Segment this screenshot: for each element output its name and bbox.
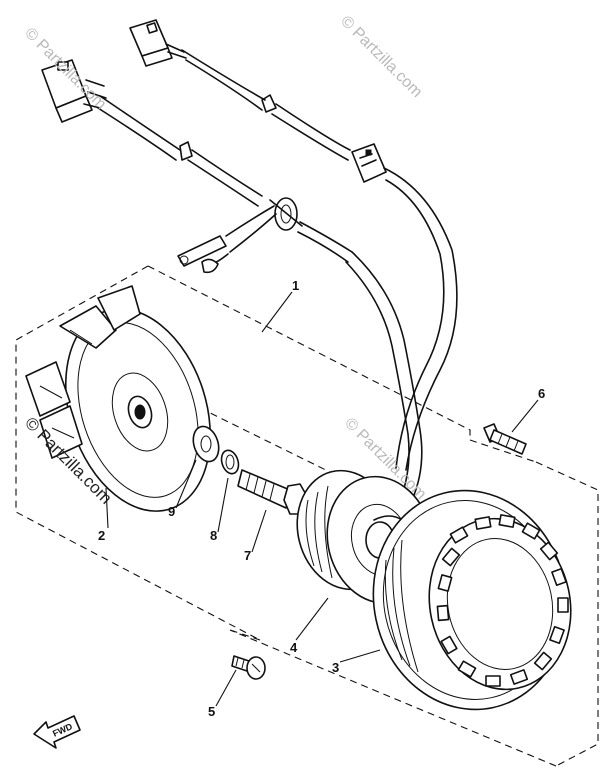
grommet: [269, 197, 303, 231]
stator-coil: [372, 489, 572, 711]
watermark-top-right: © Partzilla.com: [337, 13, 425, 101]
callout-3[interactable]: 3: [332, 660, 339, 675]
bolt-six: [483, 423, 527, 455]
upper-connector: [129, 19, 187, 67]
wiring-harness: [41, 19, 458, 501]
large-connector: [41, 59, 107, 123]
lock-washer: [220, 449, 240, 475]
callout-6[interactable]: 6: [538, 386, 545, 401]
callout-1[interactable]: 1: [292, 278, 299, 293]
callout-4[interactable]: 4: [290, 640, 298, 655]
middle-connector: [351, 143, 387, 183]
bolt-seven: [237, 469, 309, 515]
leader-lines: [105, 291, 539, 707]
callout-9[interactable]: 9: [168, 504, 175, 519]
callout-8[interactable]: 8: [210, 528, 217, 543]
callout-numbers: 1 2 3 4 5 6 7 8 9: [98, 278, 545, 719]
flywheel-rotor: [25, 285, 212, 512]
callout-7[interactable]: 7: [244, 548, 251, 563]
screw-five: [231, 655, 266, 680]
stator-pole-teeth: [436, 514, 569, 687]
plain-washer: [192, 425, 220, 463]
callout-5[interactable]: 5: [208, 704, 215, 719]
forward-direction-arrow: FWD: [33, 715, 81, 749]
callout-2[interactable]: 2: [98, 528, 105, 543]
